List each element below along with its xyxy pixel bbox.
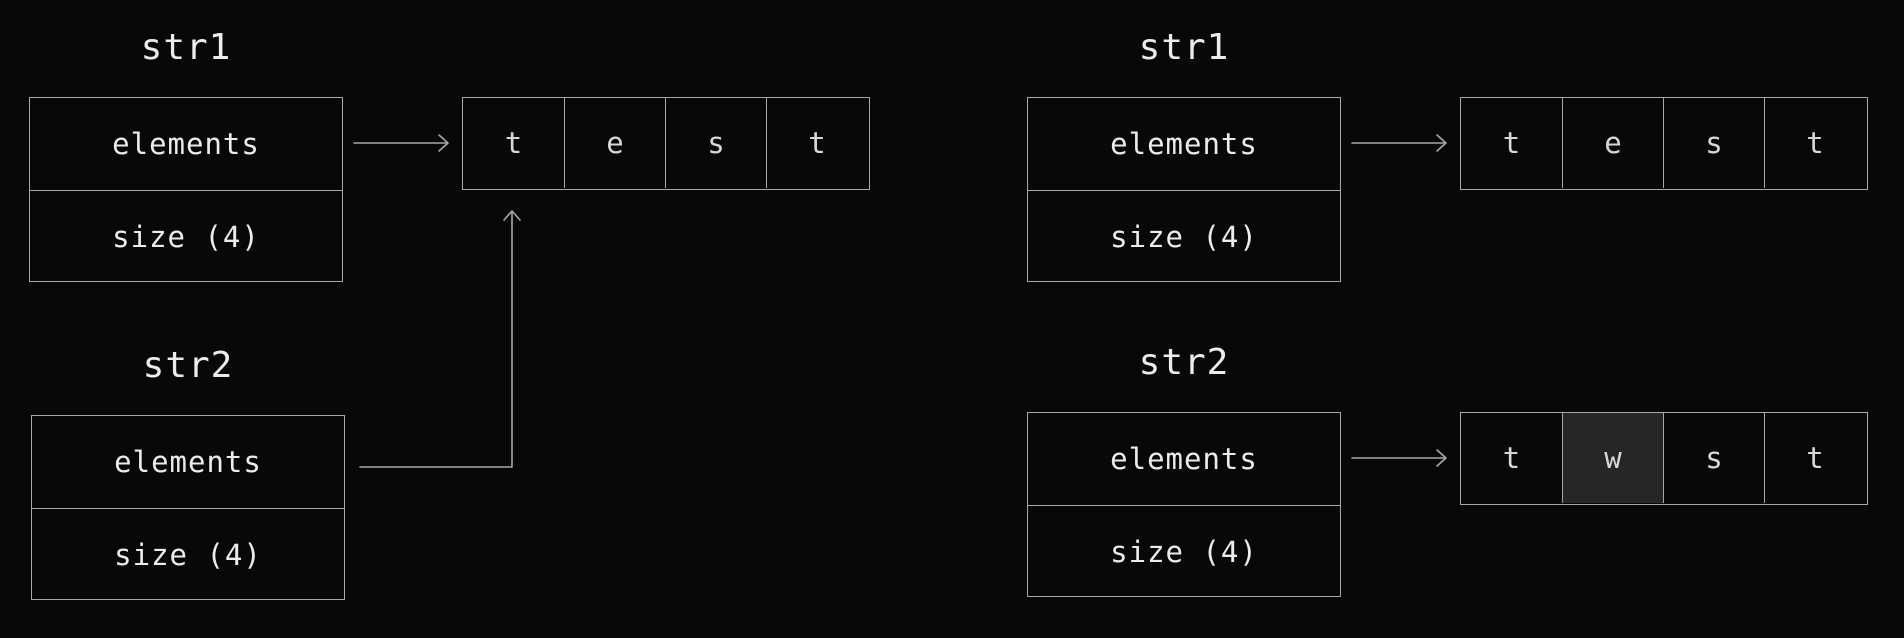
right-str2-array: t w s t — [1460, 412, 1868, 505]
right-str1-array-cell: t — [1764, 98, 1865, 188]
right-str2-array-cell: s — [1663, 413, 1764, 503]
right-str1-array-cell: e — [1562, 98, 1663, 188]
right-str2-array-cell-modified: w — [1562, 413, 1663, 503]
left-shared-array: t e s t — [462, 97, 870, 190]
left-shared-array-cell: t — [504, 126, 523, 160]
right-str2-array-cell: t — [1502, 441, 1521, 475]
right-str1-pointer-arrow — [1351, 134, 1447, 152]
left-shared-array-cell: e — [564, 98, 665, 188]
right-str2-array-cell: t — [1764, 413, 1865, 503]
left-str1-size-field: size (4) — [30, 190, 342, 282]
right-str1-array-cell: s — [1663, 98, 1764, 188]
right-str2-struct: elements size (4) — [1027, 412, 1341, 597]
left-str1-pointer-arrow — [353, 134, 449, 152]
right-str1-struct: elements size (4) — [1027, 97, 1341, 282]
left-str2-label: str2 — [142, 345, 234, 386]
left-str1-label: str1 — [140, 27, 232, 68]
right-str2-pointer-arrow — [1351, 449, 1447, 467]
right-str1-array-cell: t — [1502, 126, 1521, 160]
right-str1-array: t e s t — [1460, 97, 1868, 190]
left-str2-size-field: size (4) — [32, 508, 344, 600]
left-str2-pointer-arrow — [359, 210, 521, 468]
right-str1-size-field: size (4) — [1028, 190, 1340, 282]
right-str2-size-field: size (4) — [1028, 505, 1340, 597]
left-str2-struct: elements size (4) — [31, 415, 345, 600]
left-str2-elements-field: elements — [114, 445, 262, 479]
left-str1-struct: elements size (4) — [29, 97, 343, 282]
right-str2-elements-field: elements — [1110, 442, 1258, 476]
left-shared-array-cell: t — [766, 98, 867, 188]
right-str1-elements-field: elements — [1110, 127, 1258, 161]
right-str2-label: str2 — [1138, 342, 1230, 383]
left-shared-array-cell: s — [665, 98, 766, 188]
left-str1-elements-field: elements — [112, 127, 260, 161]
right-str1-label: str1 — [1138, 27, 1230, 68]
